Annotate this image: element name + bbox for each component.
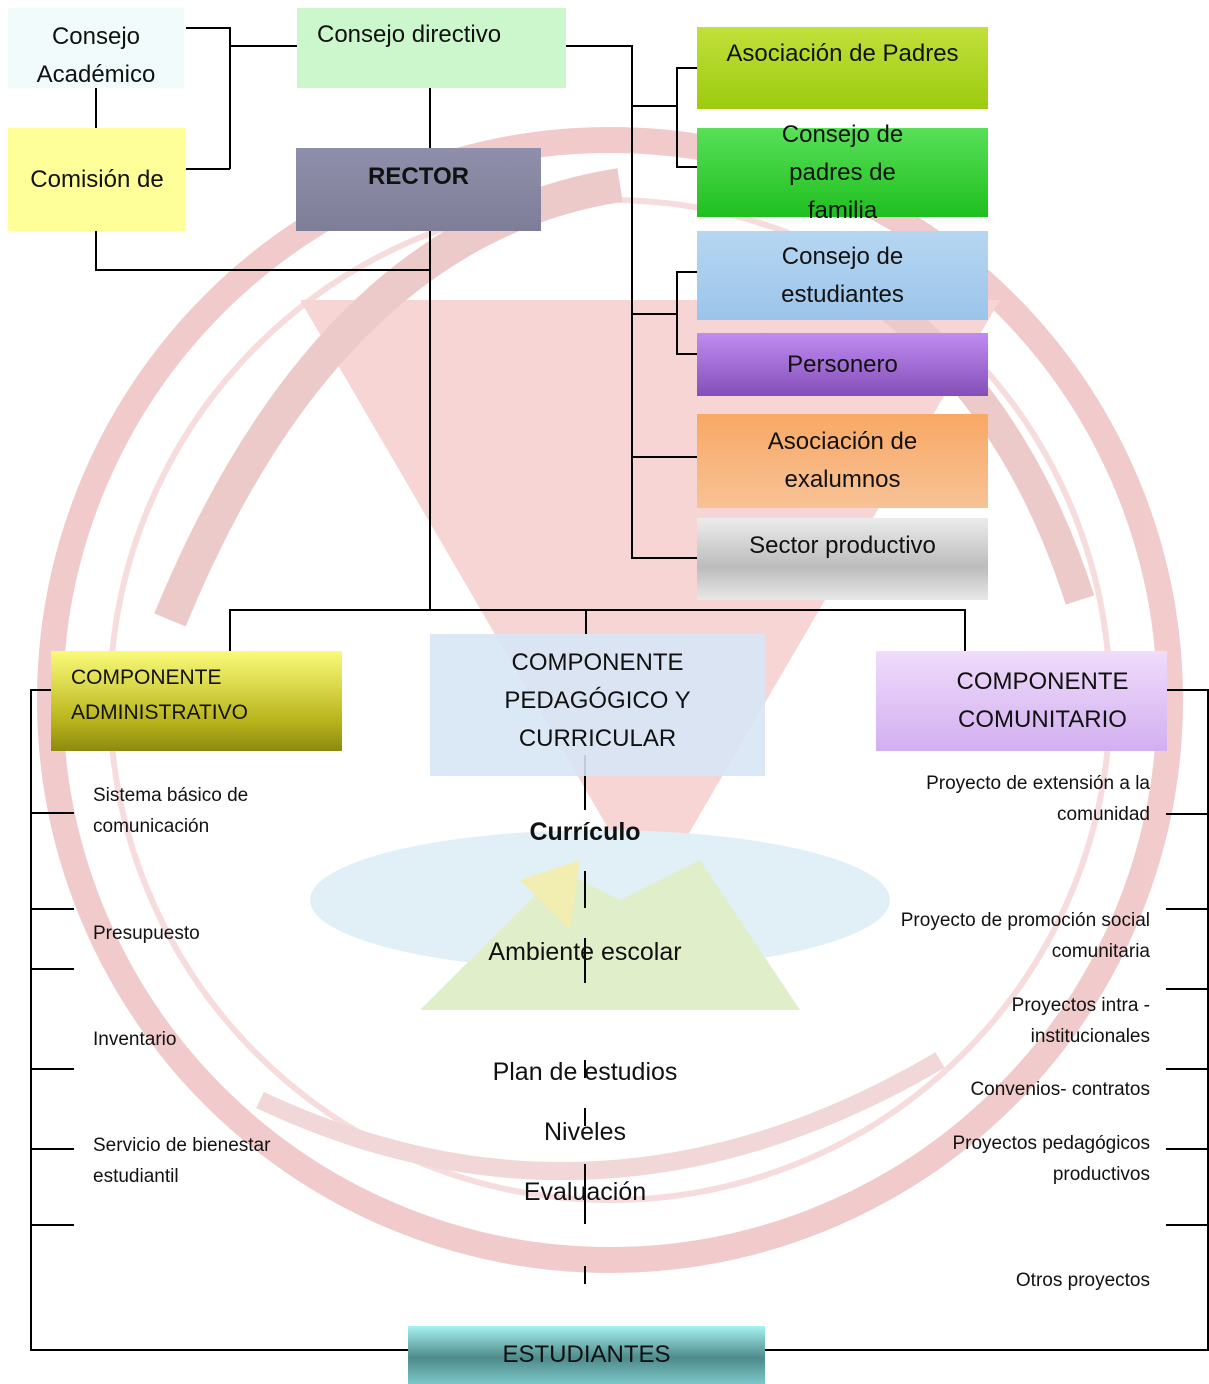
comunitario-item: Proyectos pedagógicos productivos [900, 1128, 1150, 1190]
componente-pedagogico-box: COMPONENTE PEDAGÓGICO Y CURRICULAR [430, 634, 765, 776]
asociacion-padres-label: Asociación de Padres [726, 40, 959, 67]
comunitario-item-label: Proyecto de extensión a la comunidad [926, 773, 1150, 825]
consejo-academico-box: Consejo Académico [8, 8, 184, 88]
pedagogico-item-label: Evaluación [523, 1178, 647, 1206]
admin-item: Inventario [93, 1024, 313, 1055]
estudiantes-label: ESTUDIANTES [502, 1341, 671, 1368]
admin-item: Presupuesto [93, 918, 313, 949]
seal-mountain [420, 860, 800, 1010]
consejo-estudiantes-box: Consejo de estudiantes [697, 231, 988, 320]
componente-comunitario-box: COMPONENTE COMUNITARIO [876, 651, 1167, 751]
estudiantes-box: ESTUDIANTES [408, 1326, 765, 1384]
comision-box: Comisión de [8, 128, 186, 231]
pedagogico-item-curriculo: Currículo [435, 818, 735, 847]
comunitario-item: Convenios- contratos [850, 1074, 1150, 1105]
comunitario-item: Proyecto de extensión a la comunidad [850, 768, 1150, 830]
comunitario-item-label: Convenios- contratos [970, 1079, 1150, 1100]
comunitario-item-label: Proyecto de promoción social comunitaria [900, 910, 1150, 962]
sector-productivo-box: Sector productivo [697, 518, 988, 600]
pedagogico-item-label: Niveles [544, 1118, 626, 1146]
pedagogico-item-label: Plan de estudios [492, 1058, 678, 1086]
seal-flag [520, 860, 580, 930]
seal-text-arc-left [154, 168, 623, 627]
consejo-directivo-label: Consejo directivo [317, 21, 502, 48]
asociacion-padres-box: Asociación de Padres [697, 27, 988, 109]
comunitario-item-label: Otros proyectos [1015, 1270, 1150, 1291]
admin-item-label: Inventario [93, 1029, 177, 1050]
pedagogico-item-label: Ambiente escolar [488, 938, 682, 966]
consejo-academico-label: Consejo Académico [36, 23, 156, 88]
comunitario-item-label: Proyectos intra - institucionales [1011, 995, 1150, 1047]
consejo-estudiantes-label: Consejo de estudiantes [781, 242, 904, 308]
sector-productivo-label: Sector productivo [749, 532, 936, 559]
comunitario-item: Proyecto de promoción social comunitaria [850, 905, 1150, 967]
admin-item-label: Presupuesto [93, 923, 200, 944]
comunitario-item-label: Proyectos pedagógicos productivos [952, 1133, 1150, 1185]
pedagogico-item: Plan de estudios [435, 1058, 735, 1087]
asociacion-exalumnos-box: Asociación de exalumnos [697, 414, 988, 508]
consejo-directivo-box: Consejo directivo [297, 8, 566, 88]
pedagogico-item: Niveles [435, 1118, 735, 1147]
pedagogico-item: Ambiente escolar [435, 938, 735, 967]
rector-label: RECTOR [368, 163, 469, 190]
admin-item: Servicio de bienestar estudiantil [93, 1130, 313, 1192]
consejo-padres-box: Consejo de padres de familia [697, 121, 988, 224]
admin-item: Sistema básico de comunicación [93, 780, 313, 842]
asociacion-exalumnos-label: Asociación de exalumnos [767, 428, 918, 493]
admin-item-label: Sistema básico de comunicación [93, 785, 249, 837]
componente-administrativo-label: COMPONENTE ADMINISTRATIVO [71, 666, 248, 724]
pedagogico-item-label: Currículo [529, 818, 641, 846]
componente-comunitario-label: COMPONENTE COMUNITARIO [956, 668, 1129, 733]
personero-label: Personero [787, 350, 898, 378]
admin-item-label: Servicio de bienestar estudiantil [93, 1135, 271, 1187]
pedagogico-item: Evaluación [435, 1178, 735, 1207]
personero-box: Personero [697, 333, 988, 396]
comunitario-item: Proyectos intra - institucionales [950, 990, 1150, 1052]
rector-box: RECTOR [296, 148, 541, 231]
componente-administrativo-box: COMPONENTE ADMINISTRATIVO [51, 651, 342, 751]
comunitario-item: Otros proyectos [850, 1265, 1150, 1296]
comision-label: Comisión de [30, 165, 164, 193]
componente-pedagogico-label: COMPONENTE PEDAGÓGICO Y CURRICULAR [504, 649, 691, 752]
consejo-padres-label: Consejo de padres de familia [781, 120, 904, 224]
